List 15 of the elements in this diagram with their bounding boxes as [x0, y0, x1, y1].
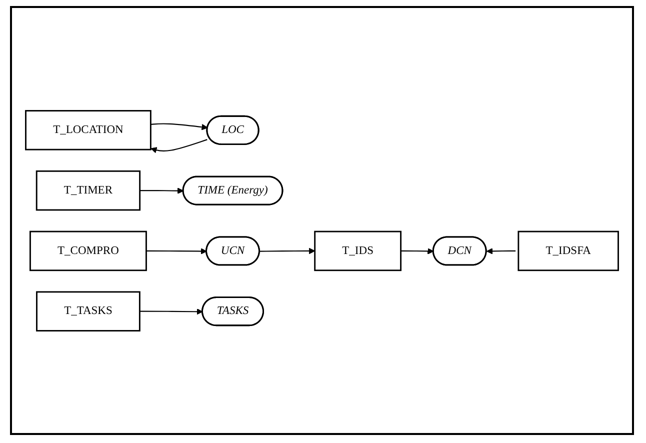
node-box: [36, 290, 140, 332]
arrow: [150, 122, 208, 130]
node-box: [25, 110, 152, 150]
node-box: [314, 230, 402, 271]
arrow: [140, 308, 203, 315]
node-box: [518, 230, 619, 271]
node-box: [30, 230, 147, 271]
arrow: [260, 248, 316, 254]
arrow: [140, 187, 184, 194]
arrow: [400, 248, 434, 254]
diagram-border: T_LOCATION LOC T_TIMER TIME (Energy) T_COMPRO UCN T_IDS DCN T_IDSFA T_TASKS TASKS: [10, 6, 634, 435]
node-box: [36, 170, 141, 210]
arrow: [146, 248, 207, 254]
arrow: [486, 248, 516, 254]
arrow: [150, 138, 208, 153]
